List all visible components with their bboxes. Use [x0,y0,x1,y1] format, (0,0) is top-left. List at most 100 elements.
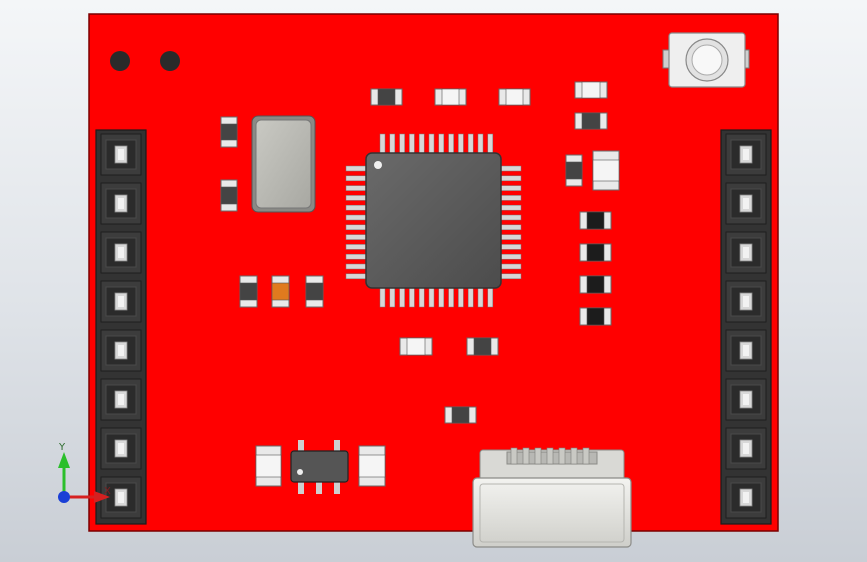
coordinate-triad: Y X [58,442,111,503]
header-pin-right-3[interactable] [725,231,767,274]
mcu-pin-right-5 [499,204,522,211]
usb-c-connector[interactable] [472,447,632,548]
header-pin-right-5[interactable] [725,329,767,372]
led-3[interactable] [579,275,612,294]
mcu-pin-left-8 [345,234,368,240]
sot23-regulator[interactable] [290,440,349,494]
mcu-pin-bottom-8 [448,286,454,308]
header-pin-left-4[interactable] [100,280,142,323]
mcu-pin-left-7 [345,224,368,231]
usb-contact-2 [522,447,530,465]
mcu-pin-bottom-3 [399,286,405,308]
mcu-pin-bottom-11 [477,286,484,308]
mcu-pin-top-2 [389,133,396,155]
mcu-pin-bottom-5 [418,286,425,308]
capacitor-c2[interactable] [498,88,531,106]
pin-header-right[interactable] [720,129,772,525]
resistor-r4[interactable] [305,275,324,308]
mcu-pin-left-1 [345,165,368,172]
capacitor-c10[interactable] [358,445,386,487]
capacitor-c8[interactable] [399,337,433,356]
header-pin-right-6[interactable] [725,378,767,421]
resistor-r1[interactable] [370,88,403,106]
mcu-pin-bottom-12 [487,286,494,308]
header-pin-left-5[interactable] [100,329,142,372]
usb-contacts [510,447,590,465]
mcu-pin-right-3 [499,185,522,191]
capacitor-c1[interactable] [434,88,467,106]
mcu-pin-bottom-10 [467,286,474,308]
led-2[interactable] [579,243,612,262]
mcu-pin-top-9 [458,133,464,155]
header-pin-right-1[interactable] [725,133,767,176]
usb-contact-3 [534,447,542,465]
capacitor-c4[interactable] [220,116,238,148]
resistor-r6[interactable] [444,406,477,424]
mcu-pin-left-3 [345,185,368,191]
mcu-pin-bottom-1 [379,286,386,308]
mcu-pin-top-10 [467,133,474,155]
pin1-marker [374,161,382,169]
mcu-pin-left-9 [345,244,368,250]
led-1[interactable] [579,211,612,230]
mcu-pin-top-3 [399,133,405,155]
header-pin-left-1[interactable] [100,133,142,176]
header-pin-left-6[interactable] [100,378,142,421]
pin-header-left[interactable] [95,129,147,525]
capacitor-c3[interactable] [574,81,608,99]
resistor-r5[interactable] [466,337,499,356]
usb-contact-4 [546,447,554,465]
mcu-pin-right-11 [499,263,522,270]
smd-components [220,81,620,487]
mcu-pin-bottom-7 [438,286,445,308]
mcu-pin-bottom-9 [458,286,464,308]
x-axis-label: X [104,486,111,497]
resistor-r3[interactable] [239,275,258,308]
mcu-pin-bottom-4 [409,286,415,308]
mcu-pin-right-7 [499,224,522,231]
mounting-hole-2 [160,51,180,71]
mcu-pin-top-11 [477,133,484,155]
header-pin-right-8[interactable] [725,476,767,519]
resistor-r2[interactable] [574,112,608,130]
microcontroller-chip[interactable] [365,152,502,289]
mcu-pin-right-10 [499,253,522,260]
led-4[interactable] [579,307,612,326]
header-pin-right-4[interactable] [725,280,767,323]
capacitor-c5[interactable] [220,179,238,212]
capacitor-c9[interactable] [255,445,282,487]
crystal-oscillator[interactable] [251,115,316,213]
mcu-pin-left-2 [345,175,368,182]
mcu-pin-right-8 [499,234,522,240]
mcu-pin-right-2 [499,175,522,182]
header-pin-left-7[interactable] [100,427,142,470]
mcu-pin-top-4 [409,133,415,155]
usb-contact-7 [582,447,590,465]
mcu-pin-left-12 [345,273,368,280]
mcu-pin-top-8 [448,133,454,155]
mcu-pin-right-1 [499,165,522,172]
mcu-pin-left-6 [345,214,368,221]
header-pin-left-3[interactable] [100,231,142,274]
header-pin-right-7[interactable] [725,427,767,470]
header-pin-right-2[interactable] [725,182,767,225]
mcu-pin-top-6 [428,133,435,155]
mcu-pin-left-11 [345,263,368,270]
mcu-pin-right-4 [499,195,522,201]
mcu-pin-right-6 [499,214,522,221]
y-axis-label: Y [58,442,66,453]
capacitor-c6[interactable] [565,154,583,187]
mcu-pin-left-10 [345,253,368,260]
tactile-button[interactable] [662,32,750,88]
usb-contact-6 [570,447,578,465]
mcu-pin-bottom-6 [428,286,435,308]
mcu-pin-left-4 [345,195,368,201]
mounting-hole-1 [110,51,130,71]
mcu-pin-bottom-2 [389,286,396,308]
capacitor-c7[interactable] [271,275,290,308]
tantalum-cap[interactable] [592,150,620,191]
header-pin-left-2[interactable] [100,182,142,225]
mcu-pin-top-1 [379,133,386,155]
usb-contact-1 [510,447,518,465]
